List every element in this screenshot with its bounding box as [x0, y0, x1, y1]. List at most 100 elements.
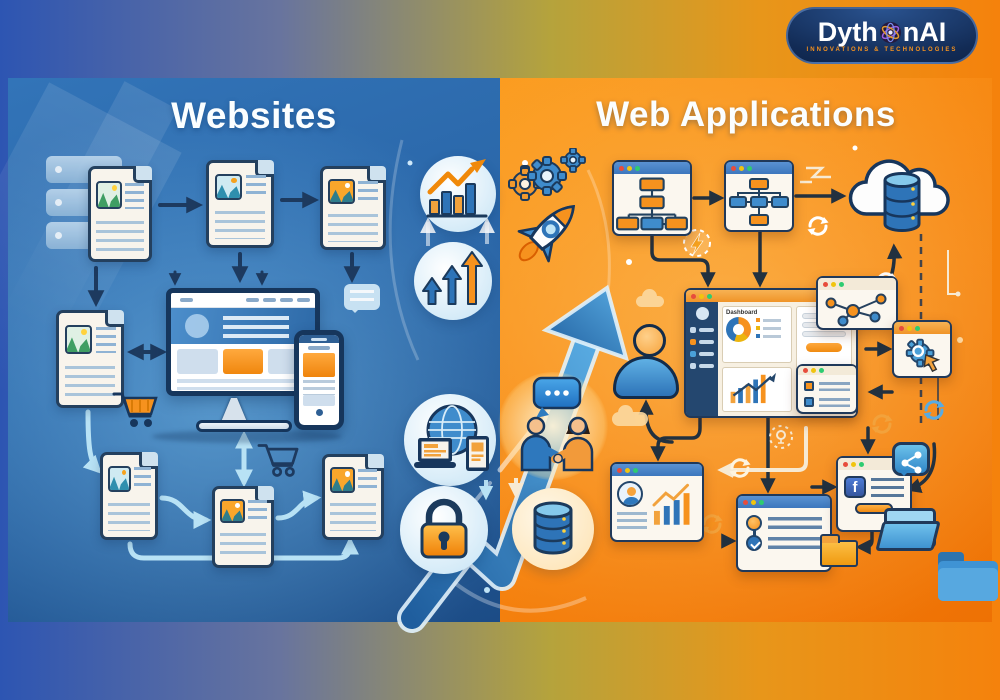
rocket-icon — [506, 186, 594, 274]
sync-icon — [806, 215, 830, 237]
window-titlebar — [894, 322, 950, 334]
document-icon — [212, 486, 274, 568]
window-buttons-icon — [617, 467, 622, 473]
document-icon — [56, 310, 124, 408]
user-person-head — [633, 324, 666, 357]
dashboard-window: Dashboard — [684, 288, 858, 418]
network-graph-window — [816, 276, 898, 330]
window-buttons-icon — [843, 461, 848, 467]
step-connector — [753, 529, 756, 537]
web-applications-title: Web Applications — [596, 95, 896, 134]
flowchart-icon — [729, 178, 789, 226]
window-titlebar — [818, 278, 896, 290]
sidebar-item — [690, 363, 714, 369]
sidebar-item — [690, 327, 714, 333]
avatar-icon — [695, 307, 709, 320]
text-lines — [819, 381, 850, 391]
document-icon — [322, 454, 384, 540]
thumbnail-image — [220, 498, 245, 524]
window-titlebar — [686, 290, 856, 302]
database-badge — [512, 488, 594, 570]
sync-icon — [922, 399, 946, 421]
text-lines — [768, 517, 822, 529]
monitor-base — [196, 420, 292, 432]
padlock-icon — [420, 498, 468, 559]
hero-text-lines — [223, 316, 289, 338]
website-hero — [171, 308, 315, 344]
flowchart-icon — [616, 177, 688, 231]
submit-button — [806, 343, 842, 352]
thumbnail-image — [64, 324, 92, 355]
window-buttons-icon — [823, 281, 828, 287]
content-blocks-window — [796, 364, 858, 414]
idea-bulb-icon — [769, 425, 793, 449]
orange-block-icon — [804, 381, 814, 391]
bar-chart-growth-icon — [426, 159, 488, 218]
text-lines — [220, 533, 266, 560]
dashboard-sidebar — [686, 302, 718, 416]
sidebar-item — [690, 339, 714, 345]
window-titlebar — [612, 464, 702, 476]
atom-icon — [879, 21, 901, 43]
database-icon — [533, 501, 573, 555]
blue-block-icon — [804, 397, 814, 407]
window-buttons-icon — [803, 368, 808, 373]
text-lines — [245, 175, 267, 200]
thumbnail-image — [328, 179, 355, 205]
smartphone-icon — [294, 330, 344, 430]
window-buttons-icon — [691, 293, 696, 299]
chat-bubble-icon — [344, 284, 380, 313]
thumbnail-image — [330, 467, 355, 493]
text-lines — [819, 397, 850, 407]
ascending-arrows-badge — [414, 242, 492, 320]
network-graph-icon — [825, 293, 887, 327]
text-lines — [871, 478, 904, 498]
phone-statusbar — [299, 335, 339, 343]
settings-gear-window — [892, 320, 952, 378]
shopping-cart-outline-icon — [254, 440, 302, 480]
pending-step-icon — [746, 515, 762, 531]
dashboard-title: Dashboard — [726, 310, 758, 316]
window-titlebar — [798, 366, 856, 375]
profile-column — [617, 481, 647, 529]
donut-chart-icon — [726, 317, 751, 342]
document-icon — [88, 166, 152, 262]
sidebar-item — [690, 351, 714, 357]
window-titlebar — [726, 162, 792, 174]
hero-logo-circle — [185, 314, 209, 338]
window-buttons-icon — [731, 165, 736, 171]
window-buttons-icon — [899, 325, 904, 331]
flowchart-window — [612, 160, 692, 236]
check-step-icon — [746, 535, 762, 551]
text-lines — [95, 326, 117, 354]
sync-lightning-icon — [700, 513, 724, 535]
text-lines — [617, 512, 647, 529]
globe-devices-badge — [404, 394, 496, 486]
text-lines — [768, 537, 822, 549]
decor-cloud — [636, 289, 664, 307]
website-cards — [171, 344, 315, 377]
text-lines — [125, 182, 145, 209]
ascending-arrows-icon — [422, 251, 483, 305]
user-profile-window — [610, 462, 704, 542]
document-icon — [206, 160, 274, 248]
website-footer-lines — [177, 379, 309, 390]
text-lines — [133, 467, 151, 492]
input-field — [802, 331, 846, 337]
text-lines — [248, 500, 267, 523]
document-icon — [100, 452, 158, 540]
site-logo-block — [180, 298, 193, 302]
profile-bar-chart-icon — [652, 483, 690, 525]
avatar-icon — [617, 481, 643, 507]
checklist-window — [736, 494, 832, 572]
text-lines — [358, 469, 377, 493]
phone-hero-block — [303, 353, 335, 377]
chart-legend — [756, 317, 782, 340]
window-titlebar — [614, 162, 690, 174]
flowchart-window — [724, 160, 794, 232]
dashboard-main: Dashboard — [718, 302, 856, 416]
flat-folder-body — [938, 561, 998, 601]
document-icon — [320, 166, 386, 250]
facebook-icon: f — [844, 476, 866, 498]
left-light-arrows — [82, 409, 359, 561]
